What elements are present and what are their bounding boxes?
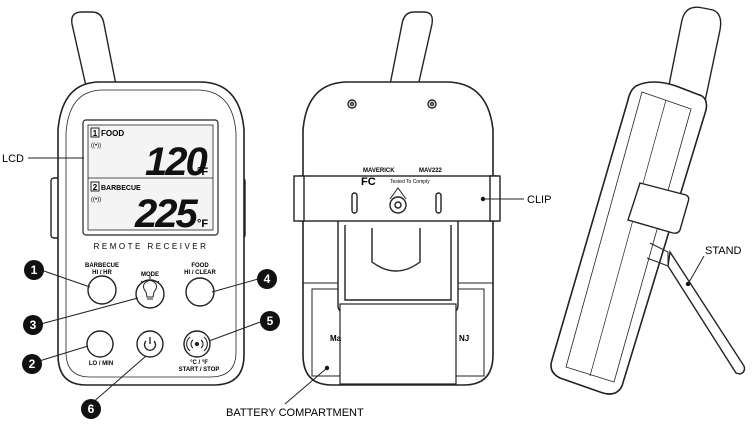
- lcd-content: 1 FOOD ((•)) 120 °F 2 BARBECUE ((•)) 225…: [90, 127, 209, 236]
- svg-text:5: 5: [267, 314, 274, 328]
- clip-screw: [389, 196, 407, 214]
- bbq-temp-unit: °F: [197, 218, 208, 230]
- bulb-icon: [140, 276, 160, 300]
- signal-icon: [186, 336, 208, 352]
- bbq-signal-icon: ((•)): [91, 197, 101, 203]
- food-temp-value: 120: [145, 140, 207, 184]
- svg-text:HI / CLEAR: HI / CLEAR: [184, 270, 216, 276]
- callout-numbers: 1 2 3 4 5 6: [29, 263, 274, 416]
- lcd-screen: [87, 124, 214, 231]
- lcd-frame: [82, 119, 219, 236]
- back-screw-right: [427, 99, 437, 109]
- back-antenna: [387, 11, 434, 96]
- device-caption: REMOTE RECEIVER: [94, 242, 209, 251]
- stand-callout-label: STAND: [705, 245, 742, 257]
- clip-inner: [344, 225, 452, 301]
- svg-text:START / STOP: START / STOP: [179, 367, 220, 373]
- food-temp-unit: °F: [197, 166, 208, 178]
- lo-min-button[interactable]: [86, 330, 114, 358]
- clip-lower-plate: [339, 303, 457, 385]
- clip-hinge: [371, 228, 421, 272]
- side-body: [550, 81, 708, 395]
- side-body-inner: [565, 91, 692, 383]
- back-brand: MAVERICK: [363, 168, 395, 174]
- svg-text:3: 3: [30, 318, 37, 332]
- svg-text:LO / MIN: LO / MIN: [89, 361, 113, 367]
- svg-text:4: 4: [264, 272, 271, 286]
- svg-text:HI / HR: HI / HR: [92, 270, 112, 276]
- clip-slot-right: [435, 192, 442, 214]
- food-hi-clear-button[interactable]: [185, 277, 215, 307]
- button-labels: BARBECUE HI / HR MODE FOOD HI / CLEAR LO…: [85, 263, 219, 373]
- fcc-logo: FC: [361, 176, 376, 188]
- fcc-text: Tested To Comply: [390, 179, 430, 185]
- side-clip: [627, 182, 690, 234]
- callout-leaders: [28, 157, 264, 405]
- food-probe-label: FOOD: [101, 129, 124, 138]
- side-stand: [667, 250, 746, 375]
- battery-callout-label: BATTERY COMPARTMENT: [226, 407, 364, 419]
- mode-button[interactable]: [135, 279, 165, 309]
- front-body-inner: [65, 89, 237, 378]
- back-model: MAV222: [419, 168, 443, 174]
- front-view: [50, 11, 246, 386]
- clip-callout-label: CLIP: [527, 194, 551, 206]
- svg-text:2: 2: [29, 357, 36, 371]
- callout-badges: [22, 260, 280, 419]
- back-view: [293, 11, 501, 386]
- food-signal-icon: ((•)): [91, 143, 101, 149]
- clip-slot-left: [351, 192, 358, 214]
- bbq-temp-value: 225: [134, 192, 198, 236]
- back-screw-left: [347, 99, 357, 109]
- svg-text:1: 1: [31, 263, 38, 277]
- svg-text:MODE: MODE: [141, 272, 159, 278]
- back-made-right: NJ: [459, 334, 469, 343]
- bbq-probe-index: 2: [93, 183, 98, 192]
- front-antenna: [71, 11, 119, 96]
- svg-text:6: 6: [88, 402, 95, 416]
- svg-text:°C / °F: °C / °F: [190, 360, 208, 366]
- back-made-left: Ma: [330, 334, 342, 343]
- food-probe-index: 1: [93, 129, 98, 138]
- bbq-probe-label: BARBECUE: [101, 185, 141, 192]
- svg-text:BARBECUE: BARBECUE: [85, 263, 119, 269]
- lcd-callout-label: LCD: [2, 153, 24, 165]
- side-view: [550, 6, 746, 395]
- barbecue-hi-hr-button[interactable]: [87, 275, 117, 305]
- svg-text:FOOD: FOOD: [191, 263, 209, 269]
- power-icon: [143, 337, 157, 351]
